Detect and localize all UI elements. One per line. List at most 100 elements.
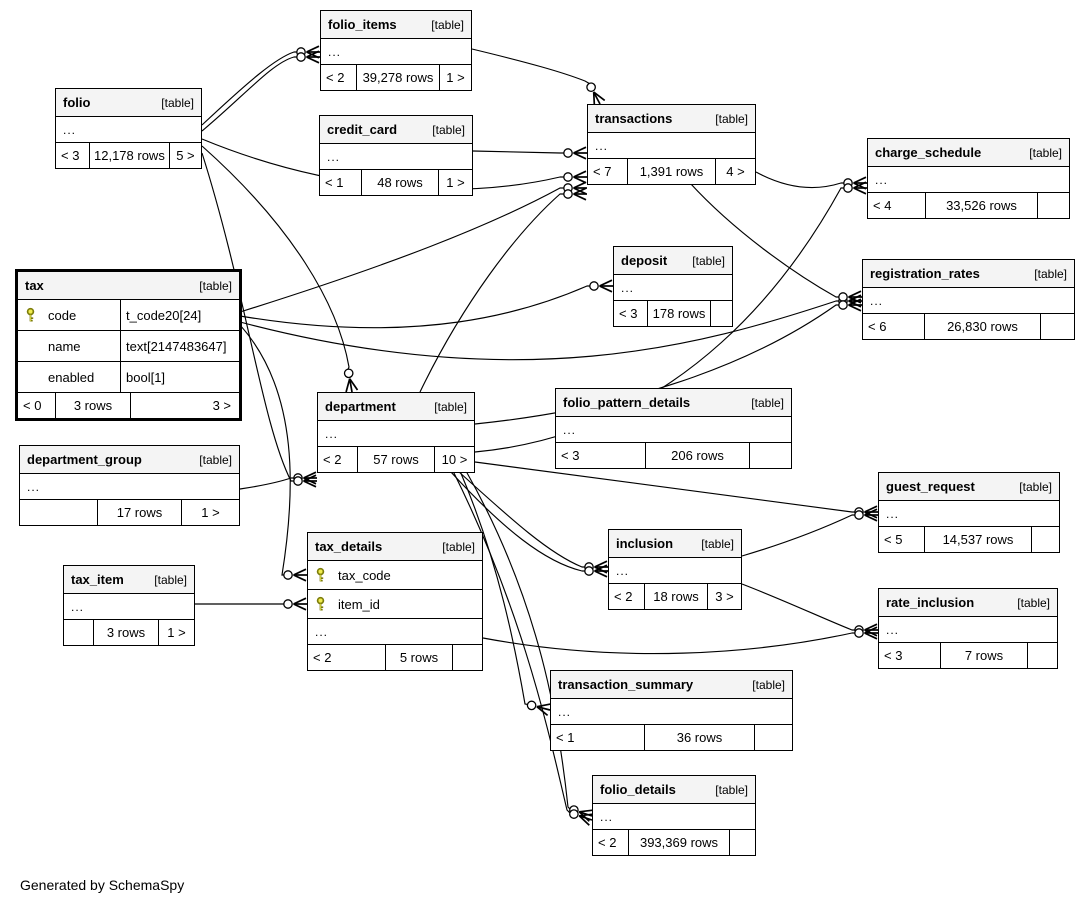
row-count: 206 rows: [671, 448, 724, 463]
table-header: folio_items[table]: [321, 11, 471, 39]
hidden-columns-ellipsis: ...: [879, 501, 1059, 527]
row-count: 12,178 rows: [94, 148, 165, 163]
parent-count: < 6: [863, 314, 925, 339]
table-header: department_group[table]: [20, 446, 239, 474]
table-name: tax_item: [71, 572, 124, 587]
table-kind-label: [table]: [154, 572, 187, 587]
column-name: code: [48, 307, 77, 323]
column-name: tax_code: [338, 567, 391, 583]
row-count: 39,278 rows: [362, 70, 434, 85]
child-count: 3 >: [707, 584, 741, 609]
primary-key-icon: [25, 307, 36, 323]
table-footer: < 3 206 rows: [556, 443, 791, 468]
row-count: 7 rows: [964, 648, 1004, 663]
parent-count: < 2: [321, 65, 357, 90]
child-count: [1040, 314, 1074, 339]
table-kind-label: [table]: [199, 278, 232, 293]
child-count: 4 >: [715, 159, 755, 184]
table-kind-label: [table]: [1019, 479, 1052, 494]
table-kind-label: [table]: [715, 782, 748, 797]
parent-count: < 3: [556, 443, 646, 468]
table-name: deposit: [621, 253, 668, 268]
child-count: [749, 443, 791, 468]
table-kind-label: [table]: [161, 95, 194, 110]
child-count: [754, 725, 792, 750]
parent-count: < 2: [593, 830, 629, 855]
table-name: folio: [63, 95, 91, 110]
hidden-columns-ellipsis: ...: [593, 804, 755, 830]
table-name: credit_card: [327, 122, 398, 137]
table-header: charge_schedule [table]: [868, 139, 1069, 167]
relationship-department_group-to-department: [239, 471, 317, 490]
table-header: guest_request[table]: [879, 473, 1059, 501]
table-header: folio [table]: [56, 89, 201, 117]
primary-key-icon: [315, 596, 326, 612]
hidden-columns-ellipsis: ...: [321, 39, 471, 65]
table-node-folio_items[interactable]: folio_items[table]...< 2 39,278 rows 1 >: [320, 10, 472, 91]
hidden-columns-ellipsis: ...: [308, 619, 482, 645]
child-count: 1 >: [439, 65, 471, 90]
table-kind-label: [table]: [434, 399, 467, 414]
parent-count: < 7: [588, 159, 628, 184]
table-kind-label: [table]: [1029, 145, 1062, 160]
relationship-department-to-guest_request: [474, 461, 878, 519]
hidden-columns-ellipsis: ...: [588, 133, 755, 159]
table-header: credit_card [table]: [320, 116, 472, 144]
row-count: 3 rows: [106, 625, 146, 640]
child-count: 1 >: [438, 170, 472, 195]
relationship-tax-to-rate_inclusion: [482, 626, 878, 655]
row-count: 5 rows: [399, 650, 439, 665]
relationship-inclusion-to-guest_request: [741, 508, 878, 557]
child-count: [1037, 193, 1069, 218]
table-kind-label: [table]: [442, 539, 475, 554]
parent-count: < 4: [868, 193, 926, 218]
table-header: department[table]: [318, 393, 474, 421]
table-name: transactions: [595, 111, 673, 126]
hidden-columns-ellipsis: ...: [614, 275, 732, 301]
child-count: [452, 645, 482, 670]
child-count: [1027, 643, 1057, 668]
table-kind-label: [table]: [432, 122, 465, 137]
relationship-tax-to-transactions: [239, 181, 587, 313]
parent-count: [64, 620, 94, 645]
table-footer: < 2 39,278 rows 1 >: [321, 65, 471, 90]
parent-count: < 2: [308, 645, 386, 670]
table-name: charge_schedule: [875, 145, 982, 160]
table-name: department_group: [27, 452, 142, 467]
relationship-tax-to-tax_details: [239, 324, 307, 582]
hidden-columns-ellipsis: ...: [551, 699, 792, 725]
column-name: item_id: [338, 596, 380, 612]
relationship-folio-to-folio_items: [201, 50, 320, 132]
table-header: deposit[table]: [614, 247, 732, 275]
relationship-folio-to-folio_items: [201, 45, 320, 126]
relationship-tax-to-deposit: [239, 279, 613, 329]
